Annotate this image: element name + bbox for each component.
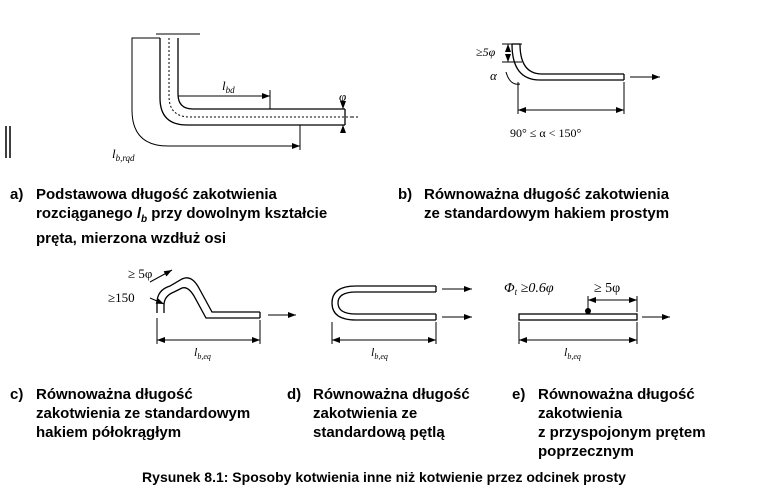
panel-d-letter: d) xyxy=(287,386,302,403)
panel-c-lbeq-label: lb,eq xyxy=(194,345,211,361)
panel-a-bar-axis xyxy=(168,38,352,118)
panel-a-letter: a) xyxy=(10,186,24,203)
panel-e-lbeq-label: lb,eq xyxy=(564,345,581,361)
panel-a-phi-label: φ xyxy=(339,89,346,104)
panel-c-drawing xyxy=(149,269,296,344)
panel-a-caption-line3: pręta, mierzona wzdłuż osi xyxy=(36,230,227,247)
panel-a-lbrqd-dim xyxy=(131,37,300,149)
panel-e-transverse-bar xyxy=(585,308,591,314)
panel-e-letter: e) xyxy=(512,386,526,403)
panel-d-caption-line1: Równoważna długość xyxy=(313,386,470,403)
panel-d-drawing xyxy=(331,285,472,344)
panel-b-alpha-label: α xyxy=(490,68,498,83)
panel-b-caption-line2: ze standardowym hakiem prostym xyxy=(424,205,670,222)
panel-e-caption-line4: poprzecznym xyxy=(538,443,634,460)
panel-e-5phi-label: ≥ 5φ xyxy=(594,281,620,296)
panel-c-caption-line2: zakotwienia ze standardowym xyxy=(36,405,251,422)
panel-e-drawing xyxy=(518,296,670,344)
panel-a-caption-line1: Podstawowa długość zakotwienia xyxy=(36,186,277,203)
panel-b-angle-range: 90° ≤ α < 150° xyxy=(510,126,581,140)
panel-d-caption-line3: standardową pętlą xyxy=(313,424,445,441)
panel-b-5phi-label: ≥5φ xyxy=(476,45,496,59)
panel-e-phit-label: Φt ≥0.6φ xyxy=(504,281,554,297)
panel-b-caption-line1: Równoważna długość zakotwienia xyxy=(424,186,670,203)
panel-a-bar-inner xyxy=(177,38,345,110)
figure-title: Rysunek 8.1: Sposoby kotwienia inne niż … xyxy=(142,469,626,485)
panel-a-bar-outer xyxy=(159,38,345,126)
panel-c-150-label: ≥150 xyxy=(108,290,135,305)
panel-c-letter: c) xyxy=(10,386,24,403)
panel-e-caption-line1: Równoważna długość xyxy=(538,386,695,403)
panel-a-lbd-label: lbd xyxy=(222,78,235,95)
panel-e-caption-line2: zakotwienia xyxy=(538,405,623,422)
panel-b-letter: b) xyxy=(398,186,413,203)
panel-a-lbrqd-label: lb,rqd xyxy=(112,146,135,163)
panel-a-drawing xyxy=(131,33,360,150)
panel-b-drawing xyxy=(502,43,660,114)
panel-c-hook-bar xyxy=(156,277,260,313)
panel-e-bar xyxy=(518,313,638,321)
panel-b-hook-bar xyxy=(511,43,624,81)
panel-a-left-bars xyxy=(5,126,11,158)
panel-c-caption-line3: hakiem półokrągłym xyxy=(36,424,182,441)
panel-c-5phi-label: ≥ 5φ xyxy=(128,266,152,281)
panel-e-caption-line3: z przyspojonym prętem xyxy=(538,424,706,441)
panel-d-loop-bar xyxy=(331,285,436,321)
panel-c-caption-line1: Równoważna długość xyxy=(36,386,193,403)
panel-d-caption-line2: zakotwienia ze xyxy=(313,405,418,422)
panel-a-caption-line2: rozciąganego lb przy dowolnym kształcie xyxy=(36,205,328,225)
panel-d-lbeq-label: lb,eq xyxy=(371,345,388,361)
